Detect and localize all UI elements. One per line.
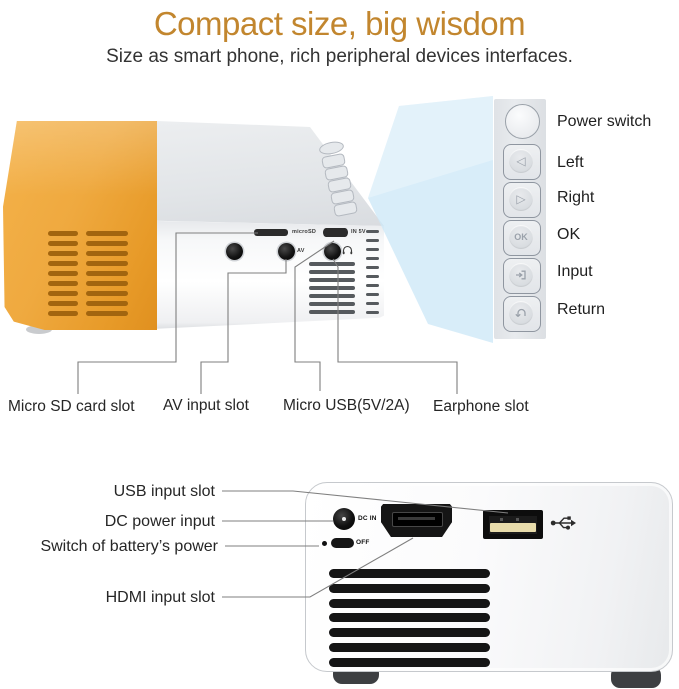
power-button	[505, 104, 540, 139]
usb-port	[483, 510, 543, 539]
ok-label: OK	[557, 226, 581, 243]
left-button: ◁	[503, 144, 541, 180]
right-button: ▷	[503, 182, 541, 218]
video-jack	[226, 243, 243, 260]
power-in-marking: IN 5V	[351, 229, 366, 235]
battery-switch-slider	[331, 538, 354, 548]
input-icon	[516, 270, 526, 280]
return-label: Return	[557, 301, 606, 318]
microsd-marking: microSD	[292, 229, 317, 235]
dc-in-jack	[333, 508, 355, 530]
input-label: Input	[557, 263, 593, 280]
av-marking: AV	[297, 248, 305, 254]
microsd-label: Micro SD card slot	[8, 398, 135, 415]
hdmi-port	[381, 504, 452, 537]
left-arrow-glyph: ◁	[516, 154, 526, 168]
av-label: AV input slot	[163, 397, 249, 414]
headphone-icon	[342, 245, 353, 255]
battery-switch-label: Switch of battery’s power	[40, 538, 218, 555]
hdmi-input-label: HDMI input slot	[105, 589, 215, 606]
micro-usb-port	[323, 228, 348, 237]
yellow-top-face	[3, 121, 157, 209]
av-jack	[278, 243, 295, 260]
input-button	[503, 258, 541, 294]
micro-usb-label: Micro USB(5V/2A)	[283, 397, 410, 414]
ok-glyph: OK	[514, 232, 528, 242]
microsd-slot	[254, 229, 288, 236]
usb-input-label: USB input slot	[113, 483, 215, 500]
right-label: Right	[557, 189, 595, 206]
ok-button: OK	[503, 220, 541, 256]
page-title: Compact size, big wisdom	[153, 5, 526, 42]
off-marking: OFF	[356, 539, 370, 546]
battery-switch-dot	[322, 541, 327, 546]
power-switch-label: Power switch	[557, 113, 652, 130]
dc-in-marking: DC IN	[358, 515, 377, 522]
usb-icon	[550, 516, 576, 530]
earphone-label: Earphone slot	[433, 398, 529, 415]
left-label: Left	[557, 154, 584, 171]
return-icon	[515, 308, 526, 317]
dc-power-label: DC power input	[104, 513, 215, 530]
yellow-housing	[3, 121, 157, 330]
return-button	[503, 296, 541, 332]
page-subtitle: Size as smart phone, rich peripheral dev…	[106, 46, 573, 67]
right-arrow-glyph: ▷	[516, 192, 526, 206]
earphone-jack	[324, 243, 341, 260]
projector-foot	[26, 325, 52, 334]
